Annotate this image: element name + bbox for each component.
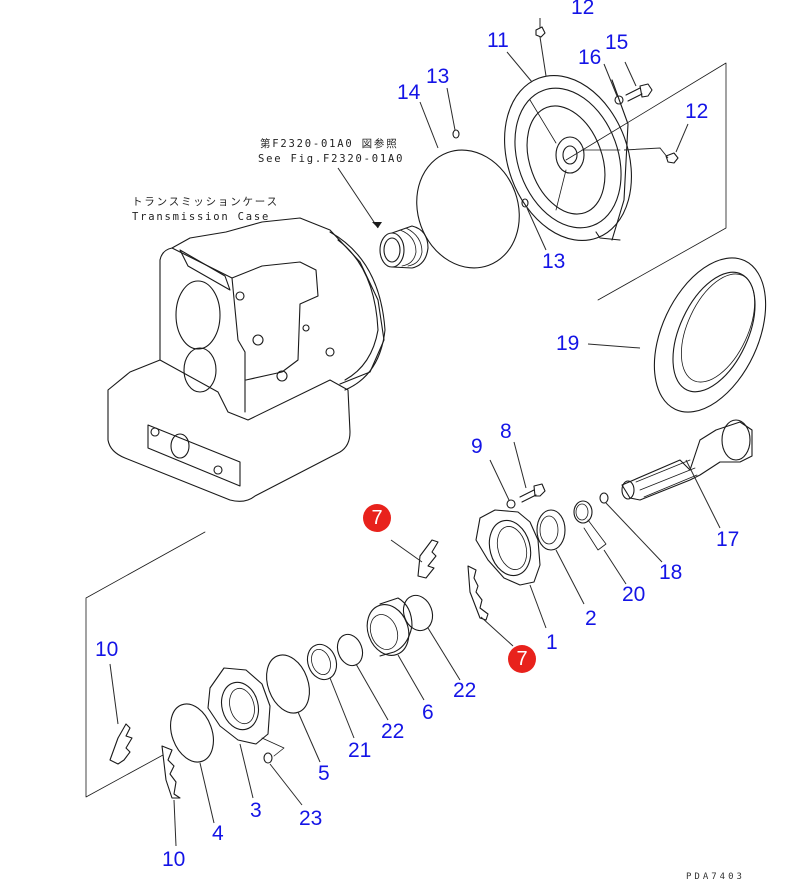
reference-note-jp: 第F2320-01A0 図参照: [260, 138, 399, 150]
callout-3[interactable]: 3: [250, 799, 262, 822]
part-12-plug-right: [623, 147, 679, 164]
callout-6[interactable]: 6: [422, 701, 434, 724]
part-13-oring-b: [521, 198, 529, 208]
callout-4[interactable]: 4: [212, 822, 224, 845]
part-22-ring-b: [336, 633, 364, 667]
callout-10-bottom[interactable]: 10: [162, 848, 186, 871]
part-16-washer: [614, 95, 624, 105]
part-10-shim-b: [161, 745, 181, 799]
callout-1[interactable]: 1: [546, 631, 558, 654]
callout-12-right[interactable]: 12: [685, 100, 709, 123]
callout-19[interactable]: 19: [556, 332, 580, 355]
part-20-ring: [573, 500, 607, 551]
part-9-washer: [506, 499, 516, 509]
callout-8[interactable]: 8: [500, 420, 512, 443]
transmission-case: [107, 217, 386, 502]
callout-23[interactable]: 23: [299, 807, 323, 830]
part-5-oring: [266, 654, 310, 714]
callout-22-right[interactable]: 22: [453, 679, 477, 702]
callout-2[interactable]: 2: [585, 607, 597, 630]
badge-7-top[interactable]: 7: [363, 504, 391, 532]
part-8-bolt: [519, 483, 546, 503]
callout-22-left[interactable]: 22: [381, 720, 405, 743]
part-18-plug: [599, 492, 609, 504]
callout-14[interactable]: 14: [397, 81, 421, 104]
callout-20[interactable]: 20: [622, 583, 646, 606]
part-4-oring: [170, 703, 214, 763]
referenced-sleeve: [379, 225, 429, 269]
leader-lines: [109, 18, 721, 847]
callout-17[interactable]: 17: [716, 528, 740, 551]
part-11-housing: [504, 74, 632, 242]
frame-left: [85, 531, 206, 798]
part-7-shim-a: [417, 539, 439, 579]
callout-18[interactable]: 18: [659, 561, 683, 584]
part-12-plug-top: [535, 26, 547, 77]
callout-12-top[interactable]: 12: [571, 0, 595, 19]
part-15-bolt: [625, 83, 653, 102]
callout-13-top[interactable]: 13: [426, 65, 450, 88]
part-6-bearing: [366, 597, 413, 657]
callout-10-top[interactable]: 10: [95, 638, 119, 661]
callout-5[interactable]: 5: [318, 762, 330, 785]
part-3-retainer: [207, 667, 285, 757]
part-7-shim-b: [467, 565, 489, 621]
part-2-bearing: [536, 509, 566, 551]
callout-21[interactable]: 21: [348, 739, 372, 762]
part-23-pin: [263, 752, 273, 764]
part-17-shaft: [621, 419, 753, 501]
frame-right: [565, 62, 727, 301]
callout-15[interactable]: 15: [605, 31, 629, 54]
part-1-cover: [475, 509, 541, 586]
case-label-jp: トランスミッションケース: [132, 196, 279, 208]
callout-11[interactable]: 11: [487, 29, 509, 52]
part-14-oring: [416, 149, 520, 269]
part-13-oring-a: [452, 129, 460, 139]
part-21-seal: [306, 643, 338, 681]
part-19-disc: [653, 257, 767, 413]
case-label-en: Transmission Case: [132, 211, 271, 223]
callout-9[interactable]: 9: [471, 435, 483, 458]
badge-7-bottom[interactable]: 7: [508, 645, 536, 673]
drawing-number: PDA7403: [686, 872, 745, 882]
reference-note-en: See Fig.F2320-01A0: [258, 153, 405, 165]
part-10-shim-a: [109, 723, 133, 765]
part-22-ring-a: [402, 594, 434, 632]
callout-13-bottom[interactable]: 13: [542, 250, 566, 273]
callout-16[interactable]: 16: [578, 46, 602, 69]
